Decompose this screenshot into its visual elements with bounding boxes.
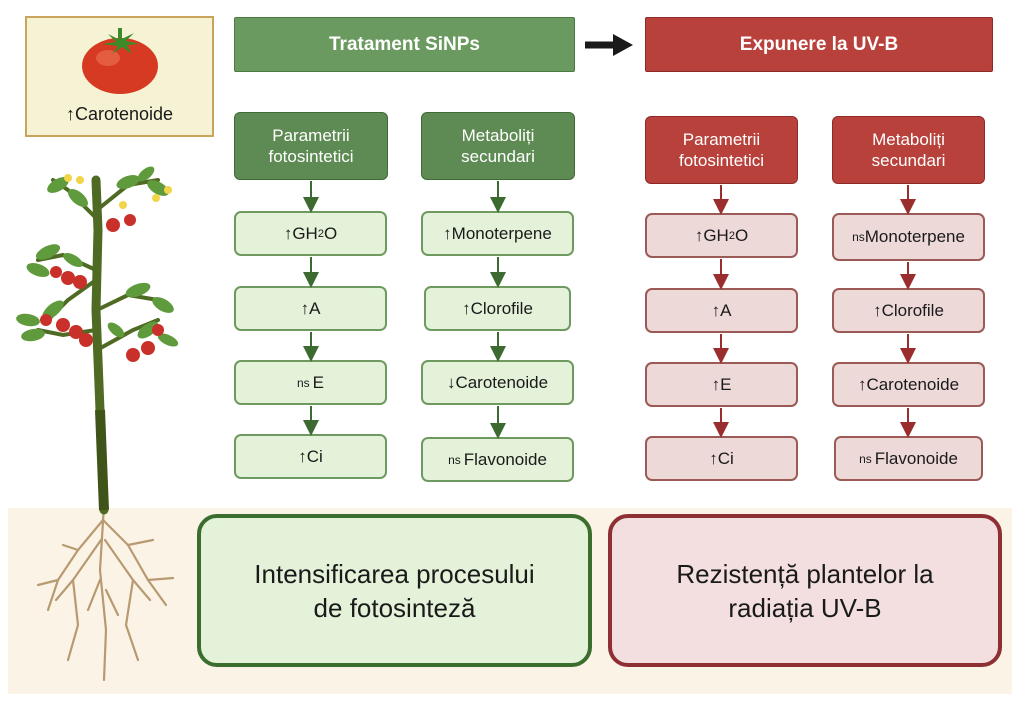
category-title-line1: Metaboliți (872, 130, 945, 149)
item-prefix: ↑ (711, 300, 721, 320)
item-prefix: ↑ (857, 374, 867, 394)
item-text: Monoterpene (451, 223, 552, 243)
item-text: Monoterpene (864, 227, 965, 246)
item-prefix: ↑ (694, 225, 704, 245)
outcome-line2: radiația UV-B (728, 592, 882, 623)
item-prefix: ↑ (300, 298, 310, 318)
category-title-line2: secundari (871, 151, 946, 170)
item-text: A (720, 300, 732, 320)
uvb-photosynthetic-params-header: Parametrii fotosintetici (645, 116, 798, 184)
item-prefix: ↑ (462, 298, 471, 318)
item-prefix: ns (448, 452, 461, 467)
item-text: E (720, 374, 732, 394)
category-title-line1: Parametrii (682, 130, 761, 149)
uvb-ci-item: ↑Ci (645, 436, 798, 481)
item-text: A (309, 298, 321, 318)
uvb-header-text: Expunere la UV-B (739, 33, 899, 55)
item-prefix: ↑ (709, 448, 718, 468)
sinps-header-text: Tratament SiNPs (329, 33, 480, 55)
item-prefix: ↑ (283, 223, 293, 243)
category-title-line1: Parametrii (272, 126, 350, 145)
sinps-carotenoid-item: ↓Carotenoide (421, 360, 574, 405)
category-title-line2: fotosintetici (678, 151, 765, 170)
sinps-ci-item: ↑Ci (234, 434, 387, 479)
item-suffix: O (323, 223, 338, 243)
outcome-line1: Intensificarea procesului (254, 558, 535, 589)
item-text: Flavonoide (463, 449, 547, 469)
item-prefix: ↑ (873, 300, 882, 320)
item-text: Flavonoide (874, 448, 958, 468)
item-subscript: 2 (317, 227, 324, 240)
sinps-secondary-metabolites-header: Metaboliți secundari (421, 112, 575, 180)
category-title-line1: Metaboliți (461, 126, 535, 145)
item-prefix: ↑ (711, 374, 721, 394)
sinps-treatment-header: Tratament SiNPs (234, 17, 575, 72)
item-prefix: ↓ (446, 372, 456, 392)
uvb-exposure-header: Expunere la UV-B (645, 17, 993, 72)
item-prefix: ↑ (443, 223, 452, 243)
item-text: Ci (717, 448, 734, 468)
tomato-icon (82, 28, 158, 94)
item-prefix: ns (296, 375, 310, 390)
tomato-plant-icon (16, 166, 179, 682)
uvb-secondary-metabolites-header: Metaboliți secundari (832, 116, 985, 184)
item-text: GH (292, 223, 318, 243)
item-text: Clorofile (470, 298, 533, 318)
outcome-line2: de fotosinteză (313, 592, 476, 623)
item-text: Ci (306, 446, 323, 466)
item-text: E (312, 372, 325, 392)
carotenoid-text: Carotenoide (74, 103, 174, 124)
item-suffix: O (734, 225, 749, 245)
sinps-monoterpene-item: ↑Monoterpene (421, 211, 574, 256)
item-text: Clorofile (881, 300, 944, 320)
category-title-line2: secundari (461, 147, 535, 166)
uvb-chlorophyll-item: ↑Clorofile (832, 288, 985, 333)
item-subscript: 2 (728, 229, 735, 242)
up-arrow-glyph: ↑ (65, 103, 75, 124)
item-text: Carotenoide (866, 374, 960, 394)
category-title-line2: fotosintetici (268, 147, 354, 166)
item-text: GH (703, 225, 729, 245)
right-arrow-icon (585, 34, 633, 56)
item-prefix: ↑ (298, 446, 307, 466)
item-prefix: ns (859, 451, 872, 466)
item-text: Carotenoide (455, 372, 549, 392)
tomato-carotenoid-label: ↑Carotenoide (25, 100, 214, 128)
item-prefix: ns (852, 230, 865, 244)
uvb-a-item: ↑A (645, 288, 798, 333)
outcome-line1: Rezistență plantelor la (676, 558, 934, 589)
sinps-photosynthetic-params-header: Parametrii fotosintetici (234, 112, 388, 180)
